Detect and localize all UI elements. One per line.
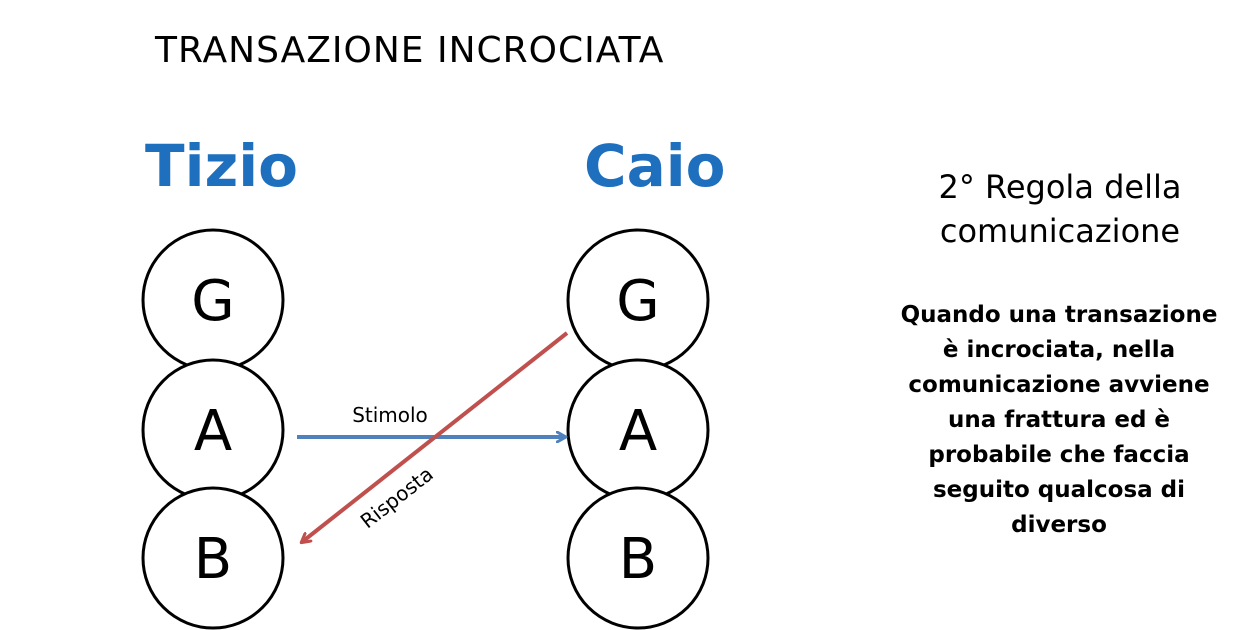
rule-title: 2° Regola della comunicazione <box>938 168 1182 250</box>
right-state-b-label: B <box>619 527 657 592</box>
person-label-tizio: Tizio <box>145 132 298 200</box>
right-state-stack: G A B <box>566 228 710 630</box>
stimulus-label: Stimolo <box>352 403 428 427</box>
right-state-a-label: A <box>619 399 657 464</box>
right-state-b-circle <box>566 486 710 630</box>
left-state-stack: G A B <box>141 228 285 630</box>
left-state-a-label: A <box>194 399 232 464</box>
left-state-b-label: B <box>194 527 232 592</box>
left-state-g-label: G <box>191 269 234 334</box>
response-label: Risposta <box>356 462 438 533</box>
person-label-caio: Caio <box>584 132 726 200</box>
right-state-g-label: G <box>616 269 659 334</box>
left-state-b-circle <box>141 486 285 630</box>
rule-description: Quando una transazione è incrociata, nel… <box>900 302 1218 538</box>
diagram-title: TRANSAZIONE INCROCIATA <box>155 30 665 71</box>
response-arrow <box>302 331 569 542</box>
